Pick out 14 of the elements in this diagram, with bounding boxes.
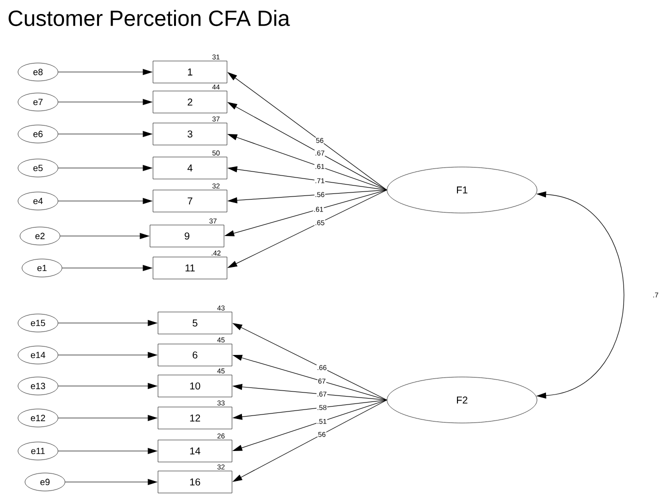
indicator-box: 7 — [152, 190, 228, 212]
indicator-box: 3 — [152, 122, 228, 146]
indicator-box: 6 — [158, 344, 232, 366]
indicator-box: 2 — [152, 90, 228, 114]
indicator-box: 14 — [158, 440, 232, 462]
indicator-box: 4 — [152, 156, 228, 180]
indicator-box: 5 — [158, 312, 232, 334]
title: Customer Percetion CFA Dia — [8, 10, 290, 26]
indicator-box: 12 — [158, 406, 232, 430]
indicator-box: 10 — [158, 374, 232, 398]
indicator-box: 16 — [158, 470, 232, 494]
indicator-box: 1 — [152, 60, 228, 84]
indicator-box: 9 — [150, 224, 224, 248]
indicator-box: 11 — [152, 256, 228, 280]
